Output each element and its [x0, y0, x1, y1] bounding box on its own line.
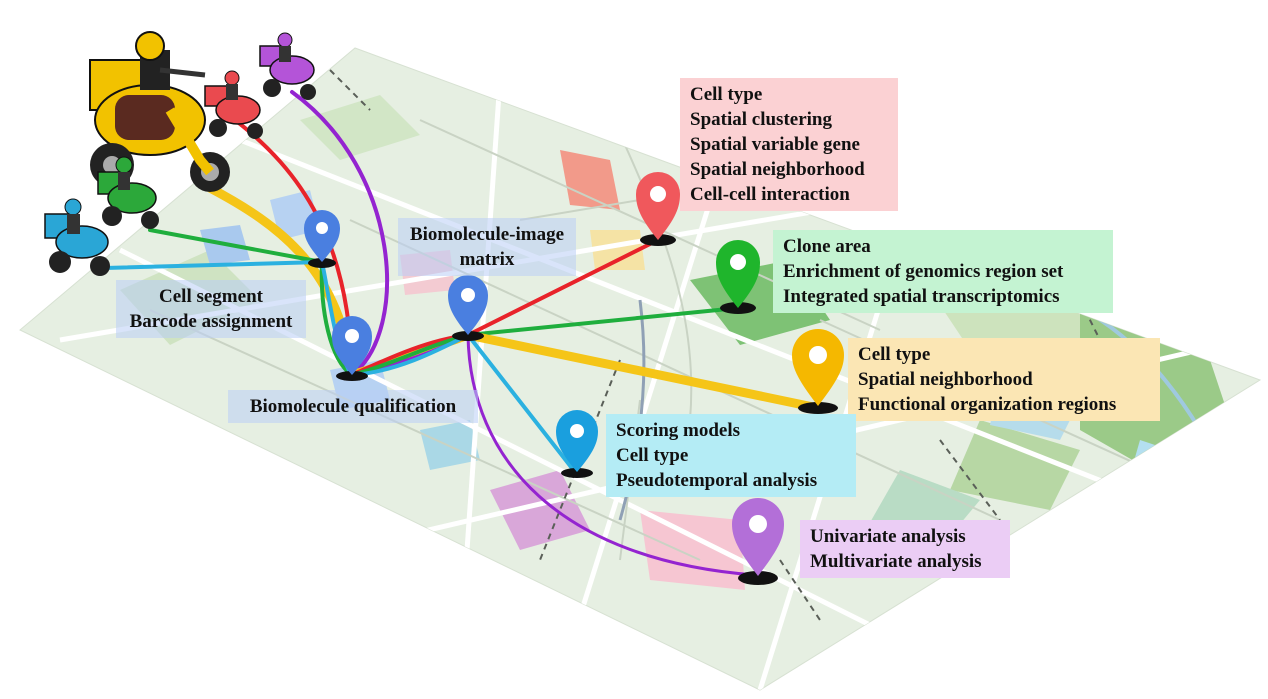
- route-qual-to-hub-blue: [350, 333, 470, 377]
- pin-red: [636, 172, 680, 246]
- destination-red-box: Cell type Spatial clustering Spatial var…: [680, 78, 898, 211]
- route-blue-to-seg: [103, 260, 324, 270]
- cell-segment-line-1: Cell segment: [159, 286, 263, 307]
- red-line-3: Spatial variable gene: [690, 134, 860, 155]
- route-seg-to-qual-green: [319, 260, 354, 377]
- yellow-line-2: Spatial neighborhood: [858, 369, 1033, 390]
- pin-green: [716, 240, 760, 314]
- purple-line-1: Univariate analysis: [810, 526, 966, 547]
- route-green-to-seg: [148, 228, 324, 264]
- pin-yellow: [792, 329, 844, 414]
- matrix-line-1: Biomolecule-image: [409, 224, 565, 245]
- biomolecule-qualification-label: Biomolecule qualification: [228, 390, 478, 423]
- green-line-1: Clone area: [783, 236, 871, 257]
- route-hub-to-red: [466, 238, 660, 337]
- red-line-2: Spatial clustering: [690, 109, 832, 130]
- purple-line-2: Multivariate analysis: [810, 551, 982, 572]
- matrix-line-2: matrix: [459, 249, 515, 270]
- yellow-line-1: Cell type: [858, 344, 931, 365]
- green-line-2: Enrichment of genomics region set: [783, 261, 1064, 282]
- pin-qualification: [332, 316, 372, 381]
- qualification-line-1: Biomolecule qualification: [249, 396, 457, 417]
- destination-yellow-box: Cell type Spatial neighborhood Functiona…: [848, 338, 1160, 421]
- pin-purple: [732, 498, 784, 585]
- cell-segment-label: Cell segment Barcode assignment: [116, 280, 306, 338]
- route-hub-to-green: [466, 306, 740, 337]
- route-hub-to-blue: [466, 333, 577, 474]
- blue-line-2: Cell type: [616, 445, 689, 466]
- rider-red: [204, 70, 263, 139]
- biomolecule-image-matrix-label: Biomolecule-image matrix: [398, 218, 576, 276]
- rider-yellow-large: [89, 31, 230, 192]
- rider-blue: [44, 198, 110, 276]
- rider-green: [97, 156, 159, 229]
- destination-blue-box: Scoring models Cell type Pseudotemporal …: [606, 414, 856, 497]
- pin-blue: [556, 410, 598, 478]
- red-line-1: Cell type: [690, 84, 763, 105]
- cell-segment-line-2: Barcode assignment: [129, 311, 293, 332]
- blue-line-3: Pseudotemporal analysis: [616, 470, 818, 491]
- green-line-3: Integrated spatial transcriptomics: [783, 286, 1060, 307]
- red-line-4: Spatial neighborhood: [690, 159, 865, 180]
- destination-green-box: Clone area Enrichment of genomics region…: [773, 230, 1113, 313]
- route-purple-to-qual: [290, 90, 390, 377]
- red-line-5: Cell-cell interaction: [690, 184, 850, 205]
- yellow-line-3: Functional organization regions: [858, 394, 1117, 415]
- destination-purple-box: Univariate analysis Multivariate analysi…: [800, 520, 1010, 578]
- route-hub-to-yellow: [463, 330, 823, 413]
- pin-segment: [304, 210, 340, 268]
- blue-line-1: Scoring models: [616, 420, 741, 441]
- rider-purple: [259, 32, 316, 100]
- pin-hub: [448, 275, 488, 341]
- route-hub-to-purple: [466, 333, 757, 577]
